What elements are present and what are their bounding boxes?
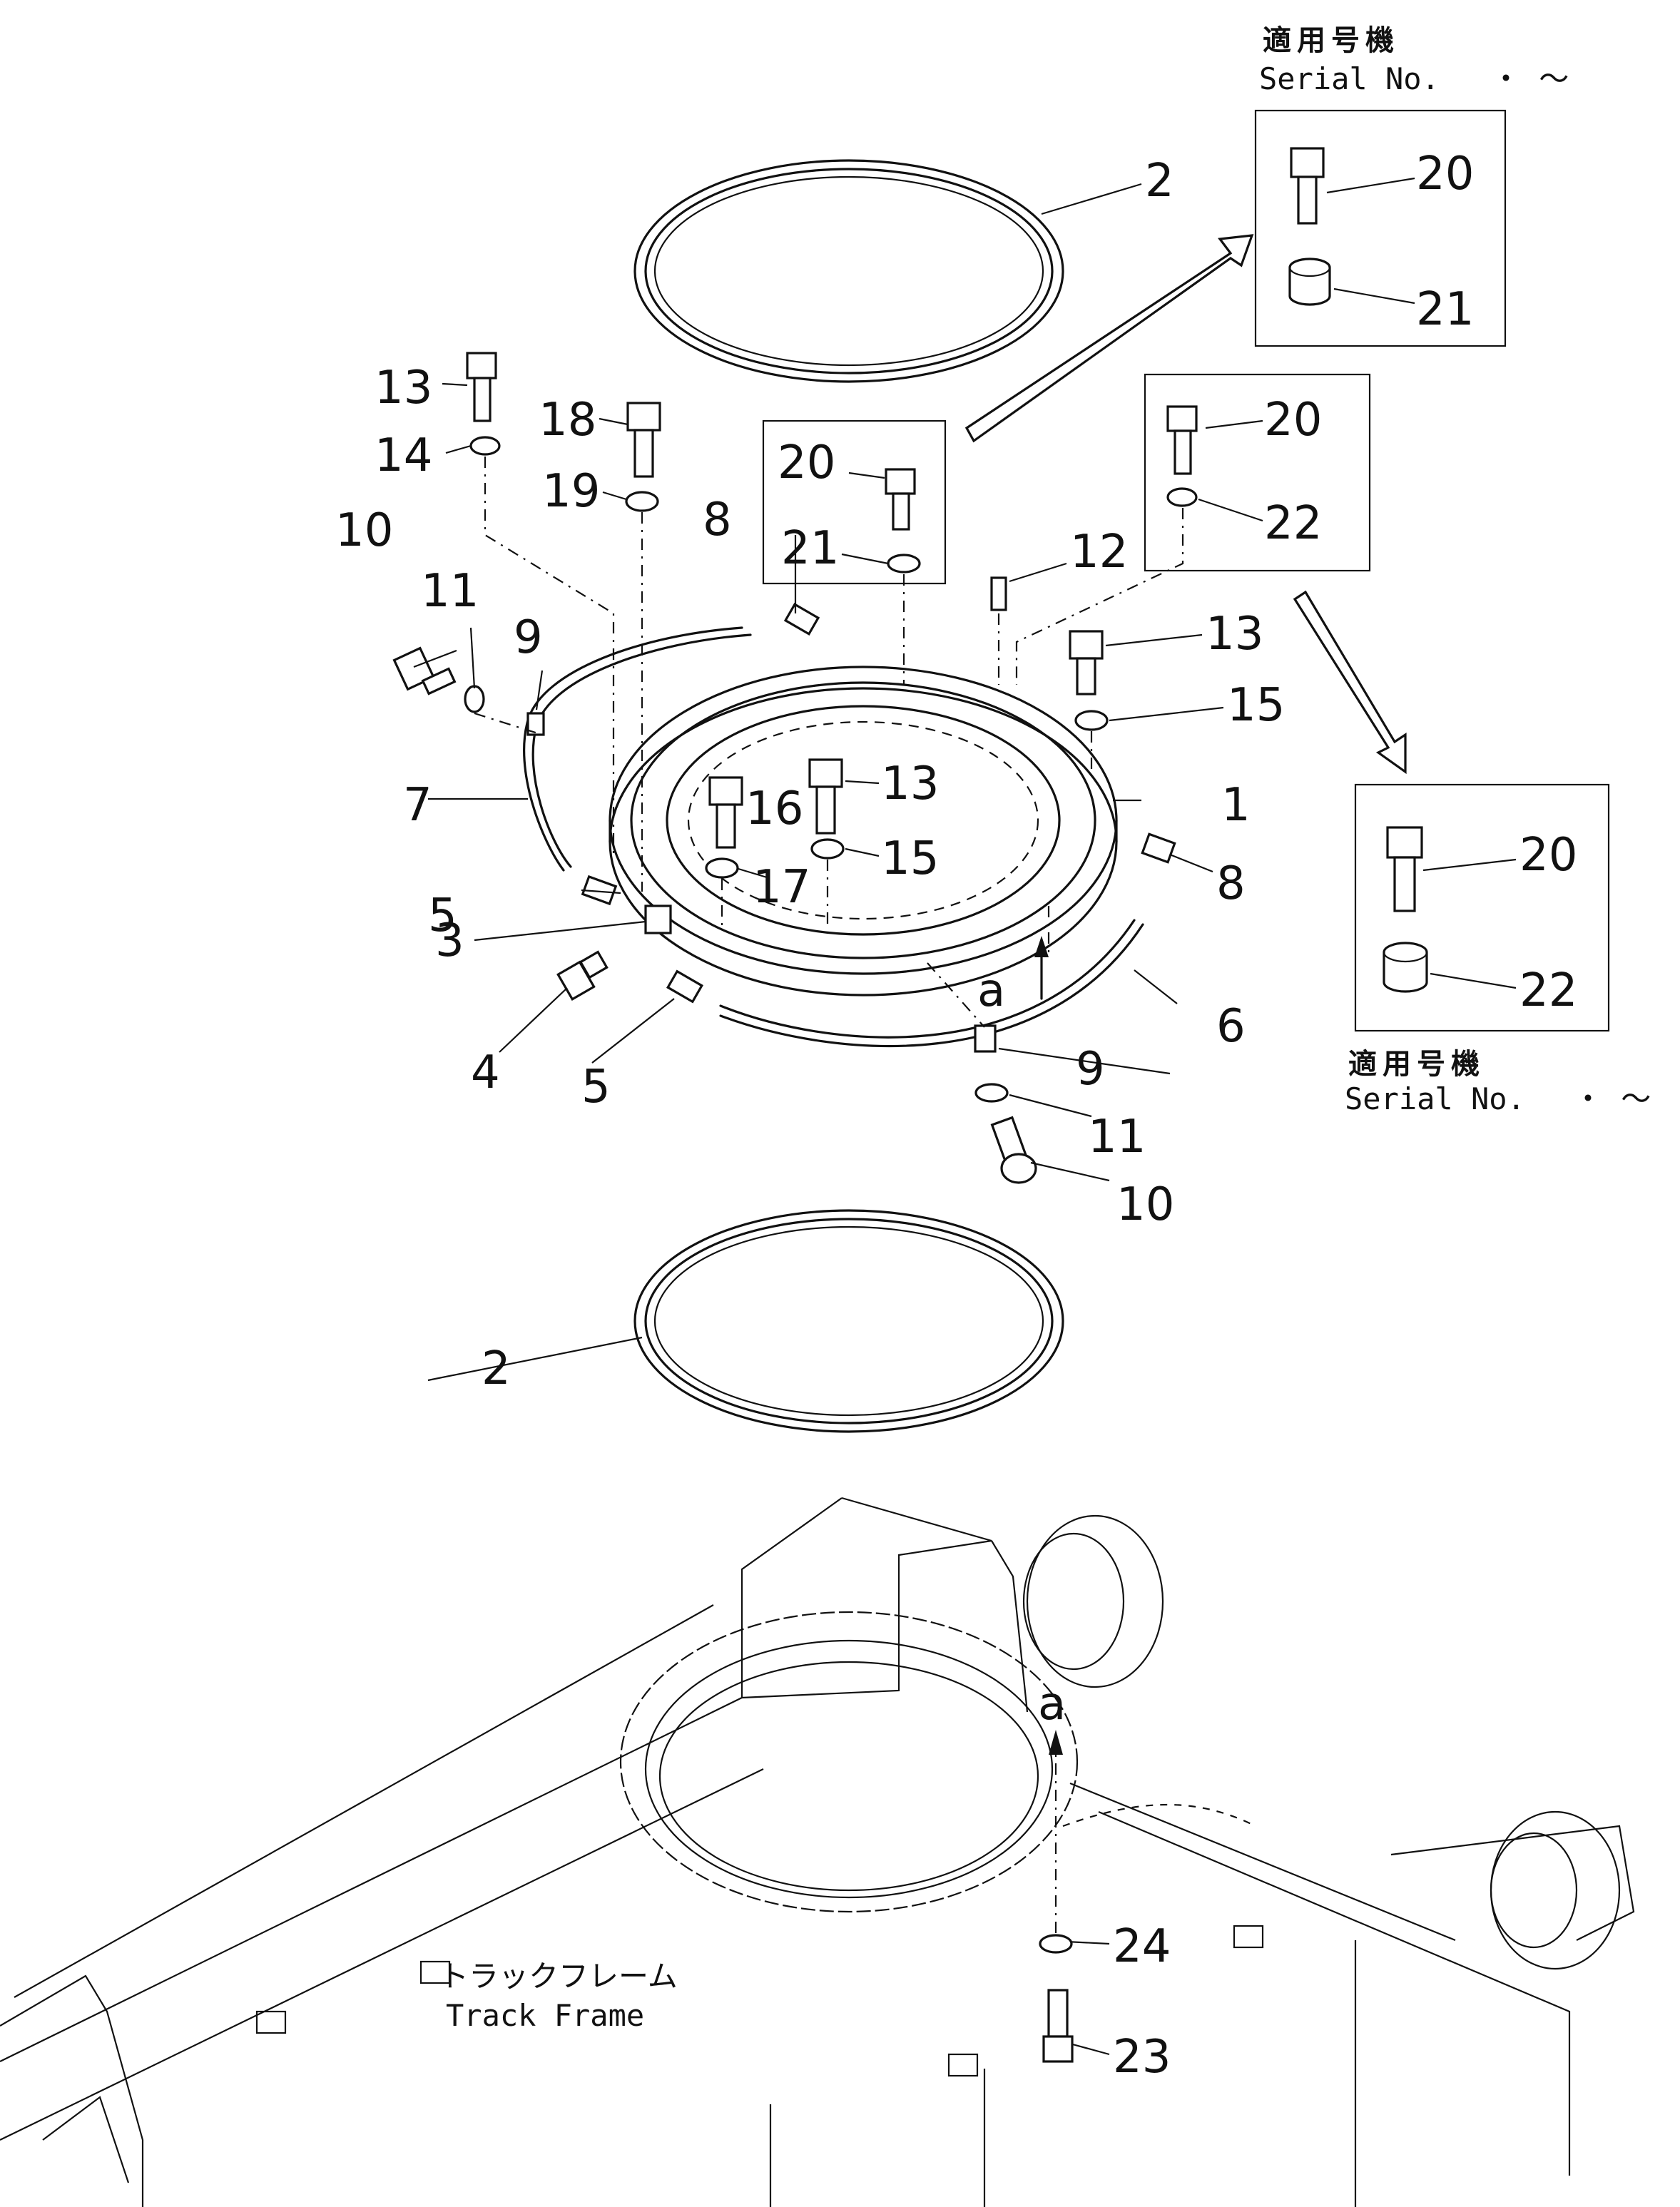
callout-15-center: 15 bbox=[881, 832, 939, 885]
washer-24 bbox=[1039, 1934, 1073, 1954]
callout-10-bottom: 10 bbox=[1116, 1178, 1174, 1231]
serial-bottom-en: Serial No. bbox=[1345, 1081, 1525, 1116]
detail-box-right bbox=[1144, 373, 1371, 572]
serial-top-en: Serial No. bbox=[1259, 61, 1440, 96]
serial-top-jp: 適用号機 bbox=[1263, 24, 1400, 57]
callout-20-box-center: 20 bbox=[778, 437, 835, 489]
callout-6: 6 bbox=[1216, 1000, 1246, 1053]
serial-bottom-jp: 適用号機 bbox=[1348, 1048, 1485, 1081]
bolt-16 bbox=[708, 776, 743, 849]
callout-9-bottom: 9 bbox=[1076, 1043, 1105, 1096]
callout-13-center: 13 bbox=[881, 758, 939, 810]
serial-bottom-range: ・ ～ bbox=[1573, 1081, 1651, 1116]
callout-22-box-lower: 22 bbox=[1519, 964, 1577, 1017]
callout-8-right: 8 bbox=[1216, 857, 1246, 910]
washer-21-center bbox=[887, 554, 921, 574]
washer-22-right bbox=[1166, 487, 1198, 507]
seal-ring-top bbox=[633, 159, 1064, 383]
washer-11-bottom bbox=[974, 1083, 1009, 1103]
serial-arrow-top bbox=[964, 234, 1254, 443]
swing-circle bbox=[609, 666, 1118, 997]
callout-16: 16 bbox=[745, 783, 803, 835]
callout-3: 3 bbox=[435, 914, 464, 967]
callout-18: 18 bbox=[539, 394, 596, 447]
bolt-13-top bbox=[466, 352, 497, 422]
leader-lines bbox=[413, 177, 1517, 2056]
bolt-13-right bbox=[1069, 630, 1104, 695]
washer-15-right bbox=[1074, 710, 1109, 731]
track-frame-en: Track Frame bbox=[446, 1998, 644, 2033]
callout-1: 1 bbox=[1221, 779, 1251, 832]
washer-11-left bbox=[464, 685, 485, 713]
view-label-a-ring: a bbox=[977, 964, 1005, 1017]
center-lines bbox=[474, 457, 1184, 1028]
callout-5-bottom: 5 bbox=[581, 1061, 611, 1113]
bolt-18 bbox=[626, 402, 661, 478]
callout-23: 23 bbox=[1113, 2031, 1171, 2084]
fitting-9-left bbox=[526, 712, 545, 736]
washer-19 bbox=[625, 491, 659, 512]
callout-10-left: 10 bbox=[335, 504, 393, 557]
serial-note-top: 適用号機 Serial No. ・ ～ bbox=[1259, 24, 1569, 96]
bolt-23 bbox=[1042, 1989, 1074, 2063]
fitting-9-bottom bbox=[974, 1024, 997, 1053]
callout-13-right: 13 bbox=[1206, 608, 1263, 661]
callout-4: 4 bbox=[471, 1046, 500, 1099]
callout-labels: 1 2 2 3 4 5 5 6 7 8 8 9 9 10 10 11 11 12… bbox=[335, 148, 1577, 2084]
washer-15-center bbox=[810, 838, 845, 860]
view-label-a-frame: a bbox=[1038, 1678, 1066, 1731]
callout-20-box-lower: 20 bbox=[1519, 829, 1577, 882]
bolt-10-bottom bbox=[990, 1116, 1037, 1184]
callout-20-box-top: 20 bbox=[1416, 148, 1474, 200]
callout-19: 19 bbox=[542, 465, 600, 518]
callout-2-top: 2 bbox=[1145, 155, 1174, 208]
detail-box-center bbox=[762, 419, 947, 585]
washer-17 bbox=[705, 857, 739, 879]
detail-box-serial-top bbox=[1254, 109, 1507, 347]
serial-note-bottom: 適用号機 Serial No. ・ ～ bbox=[1345, 1048, 1651, 1116]
callout-11-left: 11 bbox=[421, 565, 479, 618]
bolt-13-center bbox=[808, 758, 843, 835]
track-frame-label: トラックフレーム Track Frame bbox=[439, 1959, 678, 2033]
fitting-5-bottom bbox=[666, 969, 704, 1004]
callout-20-box-right: 20 bbox=[1264, 394, 1322, 447]
callout-21-box-top: 21 bbox=[1416, 283, 1474, 336]
fitting-8-right bbox=[1141, 832, 1176, 864]
washer-14 bbox=[469, 436, 501, 456]
callout-22-box-right: 22 bbox=[1264, 497, 1322, 550]
callout-21-box-center: 21 bbox=[781, 522, 839, 575]
bolt-10-left bbox=[392, 646, 457, 695]
callout-7: 7 bbox=[403, 779, 432, 832]
callout-2-bottom: 2 bbox=[482, 1342, 511, 1395]
fitting-5-left bbox=[581, 875, 618, 906]
callout-5-left: 5 bbox=[428, 890, 457, 942]
view-arrow-a-frame bbox=[1049, 1730, 1063, 1755]
detail-box-serial-bottom bbox=[1354, 783, 1610, 1032]
fitting-3 bbox=[644, 904, 672, 934]
view-arrow-a-ring bbox=[1034, 936, 1049, 1000]
fitting-4 bbox=[556, 950, 609, 1001]
callout-9-left: 9 bbox=[514, 611, 543, 664]
callout-13-top: 13 bbox=[375, 362, 432, 414]
callout-12: 12 bbox=[1070, 526, 1128, 578]
grease-pipe-6 bbox=[719, 919, 1144, 1048]
track-frame bbox=[0, 1497, 1635, 2207]
fitting-8-top bbox=[783, 603, 820, 636]
serial-top-range: ・ ～ bbox=[1491, 61, 1569, 96]
callout-8-top: 8 bbox=[703, 494, 732, 546]
callout-24: 24 bbox=[1113, 1920, 1171, 1973]
callout-15-right: 15 bbox=[1227, 679, 1285, 732]
bolt-20-right bbox=[1166, 405, 1198, 475]
pin-12 bbox=[990, 576, 1007, 611]
callout-11-bottom: 11 bbox=[1088, 1111, 1146, 1163]
track-frame-jp: トラックフレーム bbox=[439, 1959, 678, 1994]
serial-arrow-bottom bbox=[1293, 590, 1407, 775]
callout-14: 14 bbox=[375, 429, 432, 482]
bolt-20-center bbox=[885, 468, 916, 531]
callout-17: 17 bbox=[753, 861, 810, 914]
seal-ring-bottom bbox=[633, 1209, 1064, 1433]
